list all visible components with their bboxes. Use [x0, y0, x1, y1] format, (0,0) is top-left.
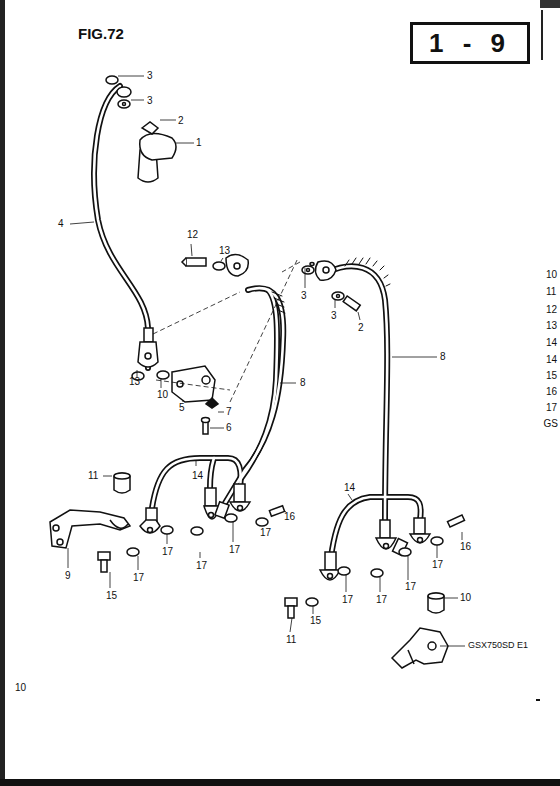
callout-number: 17: [260, 527, 271, 538]
callout-number: 17: [342, 594, 353, 605]
figure-title: FIG.72: [78, 26, 124, 42]
callout-number: 8: [440, 351, 446, 362]
page-ref-box: 1 - 9: [410, 22, 530, 64]
callout-number: 14: [344, 482, 355, 493]
callout-number: 11: [88, 470, 98, 481]
margin-text: 14: [546, 337, 557, 348]
margin-text: 15: [546, 370, 557, 381]
callout-number: 17: [196, 560, 207, 571]
callout-number: 5: [179, 402, 185, 413]
page-ref-text: 1 - 9: [429, 28, 511, 59]
margin-text: 10: [546, 269, 557, 280]
callout-number: 12: [187, 229, 198, 240]
callout-number: 3: [147, 95, 153, 106]
model-code: GSX750SD E1: [468, 640, 528, 651]
callout-number: 17: [229, 544, 240, 555]
callout-number: 3: [301, 290, 307, 301]
margin-text: 14: [546, 354, 557, 365]
margin-text: 17: [546, 402, 557, 413]
callout-number: 17: [162, 546, 173, 557]
callout-number: 13: [129, 376, 140, 387]
callout-number: 4: [58, 218, 64, 229]
callout-number: 10: [460, 592, 471, 603]
callout-number: 2: [178, 115, 184, 126]
callout-number: 14: [192, 470, 203, 481]
callout-number: 3: [331, 310, 337, 321]
callout-number: 15: [106, 590, 117, 601]
callout-number: 10: [157, 389, 168, 400]
margin-text: 11: [546, 286, 556, 297]
margin-text: GS: [544, 418, 558, 429]
callout-number: 17: [432, 559, 443, 570]
callout-number: 17: [405, 581, 416, 592]
margin-text: 10: [15, 682, 26, 693]
callout-number: 7: [226, 406, 232, 417]
callout-number: 17: [376, 594, 387, 605]
callout-number: 15: [310, 615, 321, 626]
callout-number: 3: [147, 70, 153, 81]
margin-text: 16: [546, 386, 557, 397]
callout-number: 6: [226, 422, 232, 433]
callout-number: 1: [196, 137, 202, 148]
callout-number: 13: [219, 245, 230, 256]
margin-text: 13: [546, 320, 557, 331]
callout-number: 2: [358, 322, 364, 333]
callout-number: 16: [284, 511, 295, 522]
margin-text: 12: [546, 304, 557, 315]
callout-number: 16: [460, 541, 471, 552]
callout-number: 9: [65, 570, 71, 581]
callout-number: 11: [286, 634, 296, 645]
callout-number: 17: [133, 572, 144, 583]
callout-number: 8: [300, 377, 306, 388]
